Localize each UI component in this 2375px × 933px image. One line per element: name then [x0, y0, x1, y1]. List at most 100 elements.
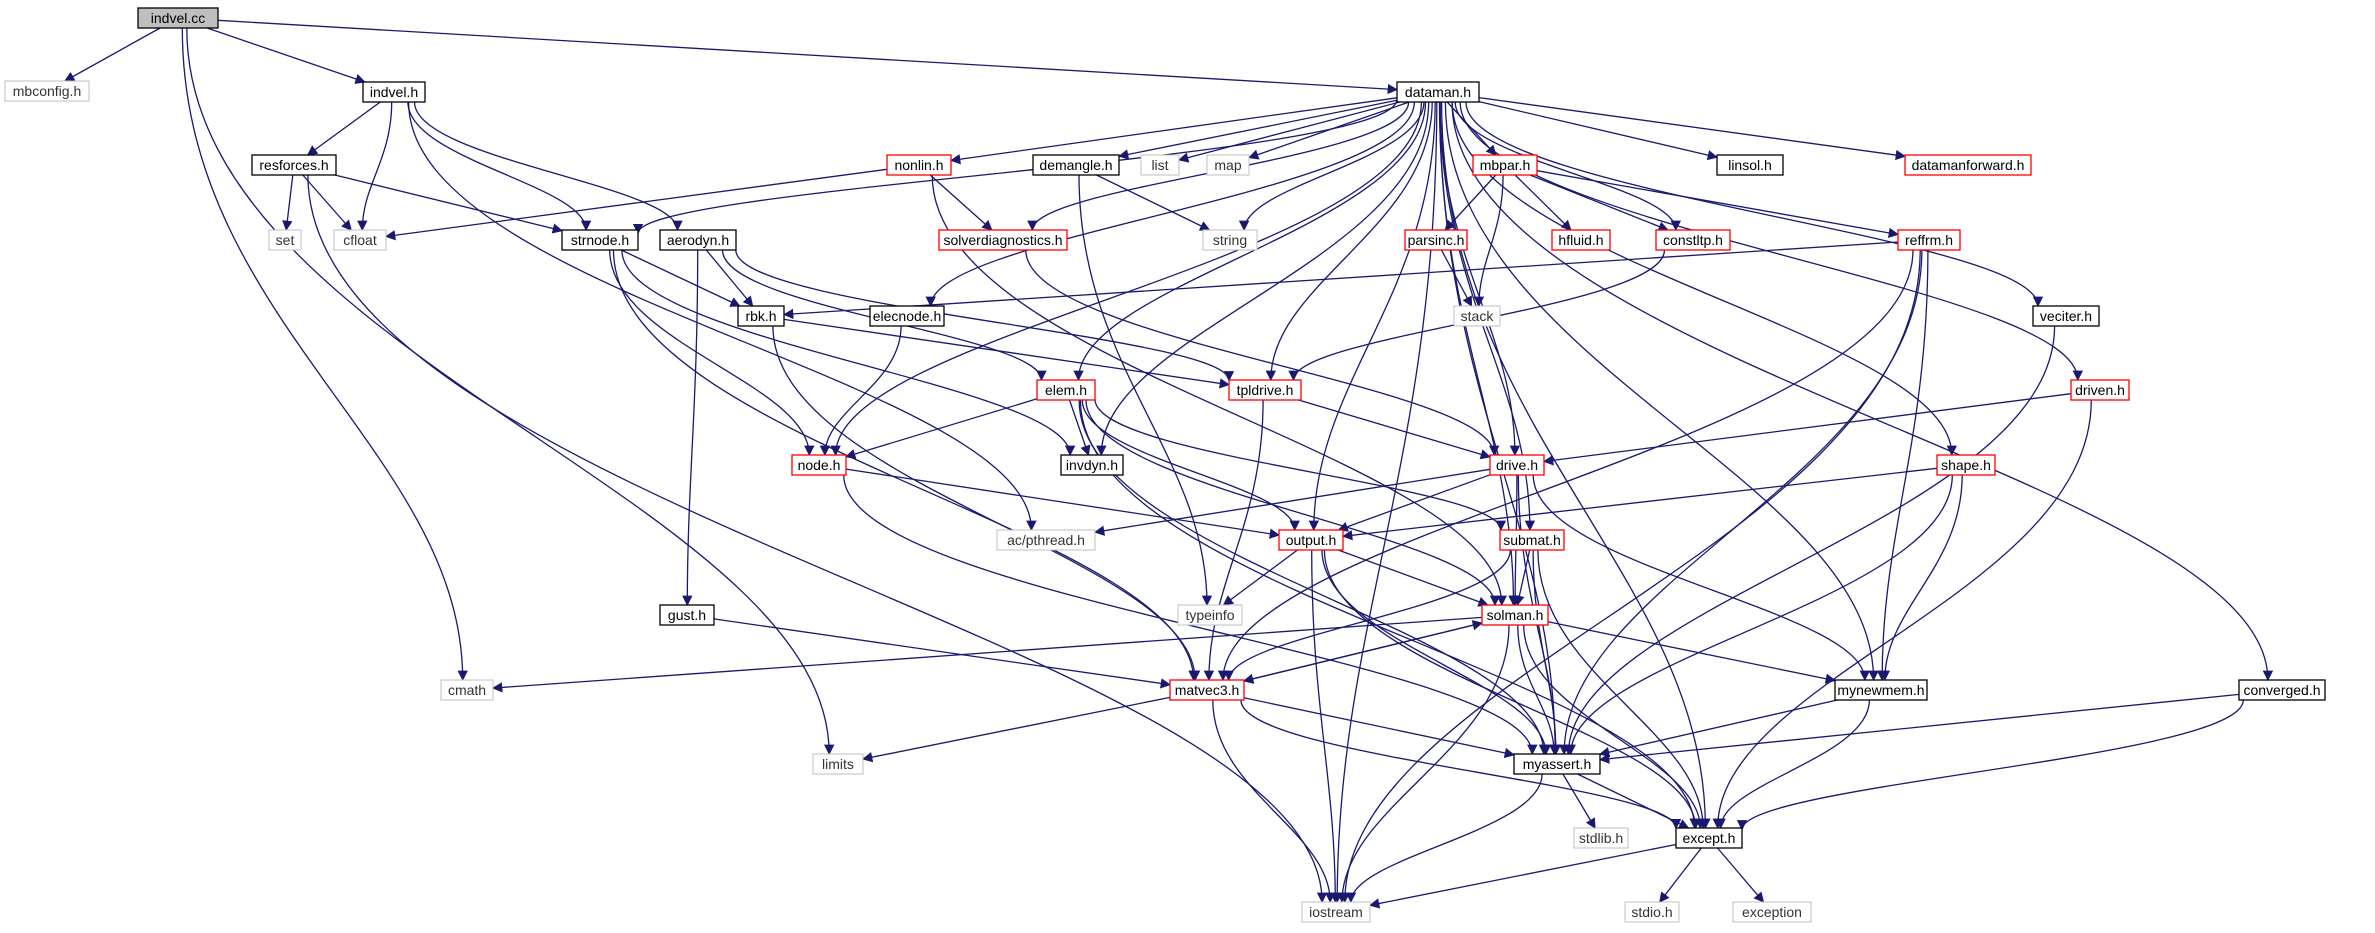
node-node-h[interactable]: node.h [791, 454, 847, 476]
node-box [2032, 305, 2100, 327]
node-box [1481, 604, 1549, 626]
node-drive-h[interactable]: drive.h [1489, 454, 1545, 476]
node-box [1036, 379, 1096, 401]
node-submat-h[interactable]: submat.h [1499, 529, 1565, 551]
node-myassert-h[interactable]: myassert.h [1513, 753, 1601, 775]
node-box [1396, 81, 1480, 103]
edge-dataman_h-to-driven_h [1459, 101, 2083, 382]
edge-dataman_h-to-iostream [1332, 101, 1438, 904]
node-rbk-h[interactable]: rbk.h [737, 305, 785, 327]
graph-edges [63, 19, 2274, 909]
node-label: stdio.h [1631, 904, 1672, 920]
node-label: linsol.h [1728, 157, 1772, 173]
node-indvel-h[interactable]: indvel.h [362, 81, 426, 103]
edge-dataman_h-to-converged_h [1451, 101, 2274, 682]
node-box [886, 154, 952, 176]
node-label: reffrm.h [1905, 232, 1953, 248]
node-constltp-h[interactable]: constltp.h [1655, 229, 1731, 251]
node-label: demangle.h [1039, 157, 1112, 173]
node-except-h[interactable]: except.h [1675, 827, 1743, 849]
node-mynewmem-h[interactable]: mynewmem.h [1834, 679, 1928, 701]
node-elem-h[interactable]: elem.h [1036, 379, 1096, 401]
node-label: string [1213, 232, 1247, 248]
node-parsinc-h[interactable]: parsinc.h [1404, 229, 1468, 251]
node-dataman-h[interactable]: dataman.h [1396, 81, 1480, 103]
node-label: tpldrive.h [1237, 382, 1294, 398]
node-box [1404, 229, 1468, 251]
edge-elem_h-to-except_h [1079, 399, 1700, 830]
edge-dataman_h-to-string [1238, 101, 1425, 232]
edge-resforces_h-to-strnode_h [334, 174, 564, 234]
node-box [268, 229, 302, 251]
node-invdyn-h[interactable]: invdyn.h [1060, 454, 1124, 476]
edge-indvel_h-to-strnode_h [407, 101, 592, 232]
node-matvec3-h[interactable]: matvec3.h [1169, 679, 1245, 701]
node-reffrm-h[interactable]: reffrm.h [1897, 229, 1961, 251]
node-label: myassert.h [1523, 756, 1591, 772]
node-box [1936, 454, 1996, 476]
edge-submat_h-to-except_h [1537, 549, 1709, 830]
node-resforces-h[interactable]: resforces.h [251, 154, 337, 176]
edge-driven_h-to-except_h [1712, 399, 2092, 830]
node-solverdiagnostics-h[interactable]: solverdiagnostics.h [938, 229, 1068, 251]
node-gust-h[interactable]: gust.h [659, 604, 715, 626]
node-elecnode-h[interactable]: elecnode.h [869, 305, 945, 327]
node-stdlib-h: stdlib.h [1573, 827, 1629, 849]
node-solman-h[interactable]: solman.h [1481, 604, 1549, 626]
node-string: string [1202, 229, 1258, 251]
node-demangle-h[interactable]: demangle.h [1032, 154, 1120, 176]
edge-myassert_h-to-stdlib_h [1562, 773, 1596, 829]
node-typeinfo: typeinfo [1177, 604, 1243, 626]
node-mbpar-h[interactable]: mbpar.h [1472, 154, 1538, 176]
node-label: drive.h [1496, 457, 1538, 473]
node-box [1834, 679, 1928, 701]
edge-nonlin_h-to-cfloat [384, 168, 888, 241]
node-map: map [1206, 154, 1250, 176]
node-set: set [268, 229, 302, 251]
edge-demangle_h-to-typeinfo [1078, 174, 1213, 607]
edge-indvel_h-to-resforces_h [306, 101, 381, 156]
edge-reffrm_h-to-mynewmem_h [1876, 249, 1929, 682]
node-label: cfloat [343, 232, 377, 248]
edge-rbk_h-to-matvec3_h [772, 325, 1201, 682]
edge-matvec3_h-to-iostream [1212, 699, 1336, 904]
node-indvel-cc[interactable]: indvel.cc [137, 7, 219, 29]
node-nonlin-h[interactable]: nonlin.h [886, 154, 952, 176]
node-label: elecnode.h [873, 308, 942, 324]
edge-except_h-to-exception [1717, 847, 1765, 903]
edge-resforces_h-to-iostream [307, 174, 1328, 904]
edge-mynewmem_h-to-myassert_h [1598, 699, 1838, 758]
node-hfluid-h[interactable]: hfluid.h [1551, 229, 1611, 251]
edge-elem_h-to-node_h [845, 398, 1038, 460]
node-shape-h[interactable]: shape.h [1936, 454, 1996, 476]
edge-aerodyn_h-to-rbk_h [705, 249, 754, 307]
node-label: hfluid.h [1558, 232, 1603, 248]
edge-indvel_h-to-ac_pthread_h [407, 101, 1037, 532]
edge-elecnode_h-to-node_h [819, 325, 902, 457]
edge-indvel_cc-to-cmath [181, 27, 468, 682]
edge-solverdiagnostics_h-to-drive_h [1025, 249, 1500, 457]
edge-solman_h-to-cmath [491, 616, 1483, 693]
edge-submat_h-to-solman_h [1514, 549, 1531, 607]
node-label: solverdiagnostics.h [943, 232, 1062, 248]
edge-dataman_h-to-veciter_h [1465, 101, 2044, 308]
node-label: matvec3.h [1175, 682, 1240, 698]
node-datamanforward-h[interactable]: datamanforward.h [1904, 154, 2032, 176]
edge-elem_h-to-solman_h [1085, 399, 1501, 607]
node-label: solman.h [1487, 607, 1544, 623]
node-label: map [1214, 157, 1241, 173]
node-box [1453, 305, 1501, 327]
node-label: exception [1742, 904, 1802, 920]
node-aerodyn-h[interactable]: aerodyn.h [659, 229, 737, 251]
node-strnode-h[interactable]: strnode.h [561, 229, 639, 251]
node-driven-h[interactable]: driven.h [2070, 379, 2130, 401]
node-box [561, 229, 639, 251]
node-box [2238, 679, 2326, 701]
node-veciter-h[interactable]: veciter.h [2032, 305, 2100, 327]
node-output-h[interactable]: output.h [1278, 529, 1344, 551]
node-box [137, 7, 219, 29]
node-linsol-h[interactable]: linsol.h [1716, 154, 1784, 176]
node-tpldrive-h[interactable]: tpldrive.h [1228, 379, 1302, 401]
node-converged-h[interactable]: converged.h [2238, 679, 2326, 701]
